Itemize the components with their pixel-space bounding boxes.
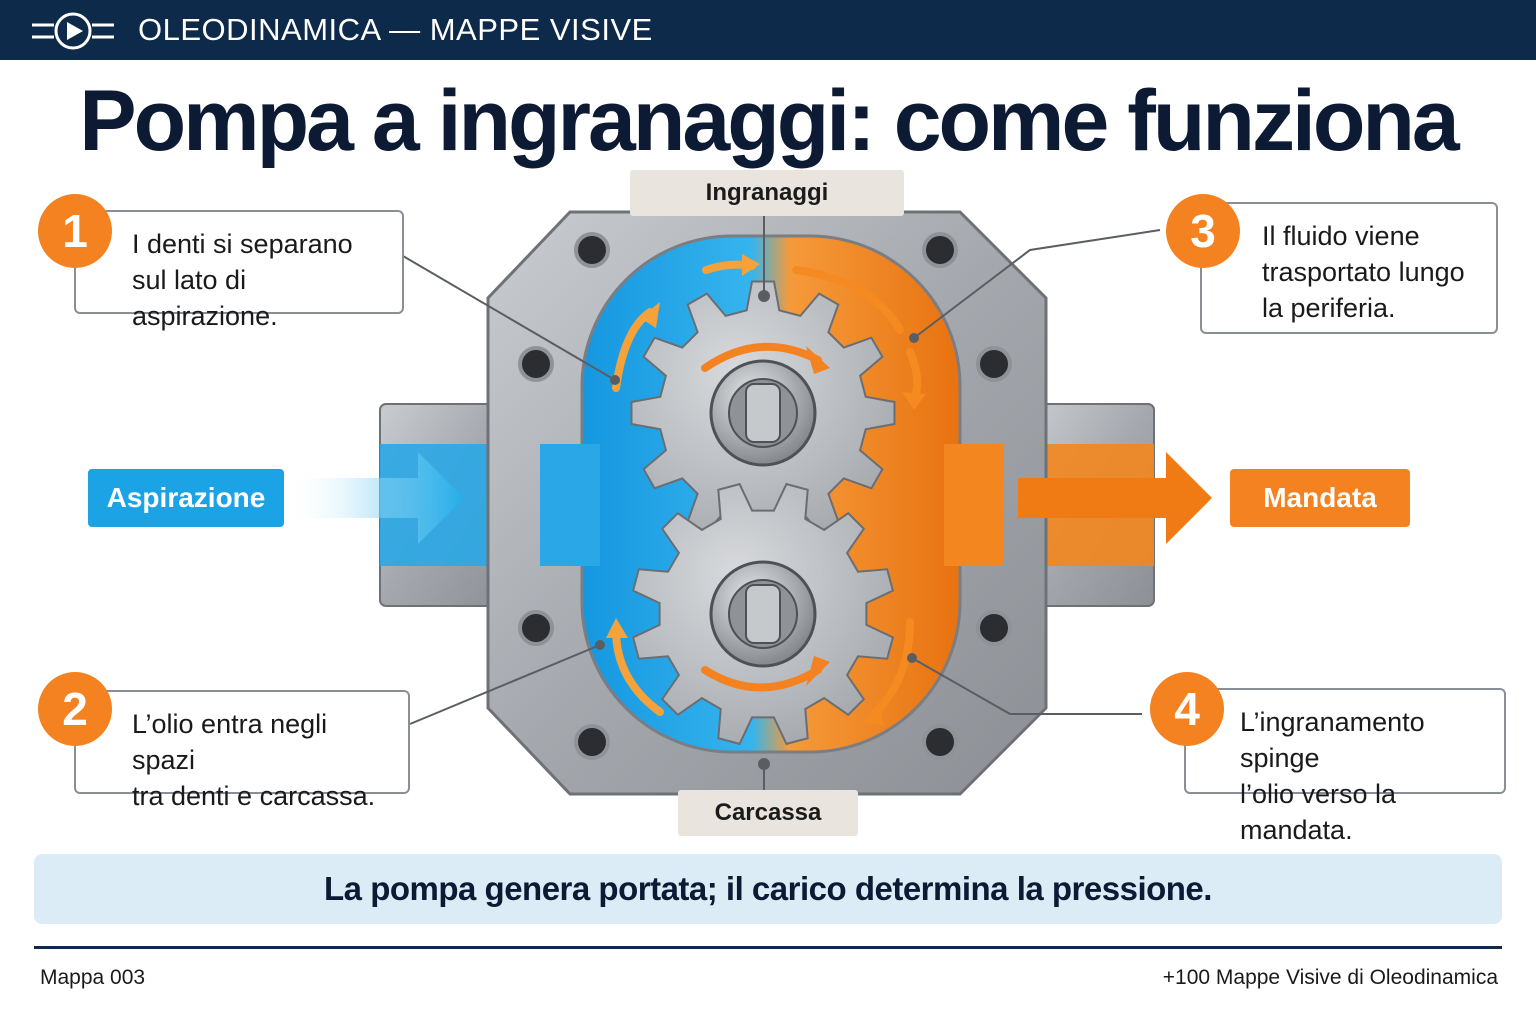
step-1-badge: 1: [38, 194, 112, 268]
upper-shaft: [709, 359, 817, 467]
footer-divider: [34, 946, 1502, 949]
step-4-badge: 4: [1150, 672, 1224, 746]
inlet-label: Aspirazione: [88, 469, 284, 527]
step-3-callout: Il fluido viene trasportato lungo la per…: [1200, 202, 1498, 334]
outlet-flow-arrow: [1018, 452, 1212, 544]
outlet-label: Mandata: [1230, 469, 1410, 527]
step-3-line-2: trasportato lungo: [1262, 257, 1465, 287]
step-4-callout: L’ingranamento spinge l’olio verso la ma…: [1184, 688, 1506, 845]
step-2-line-2: tra denti e carcassa.: [132, 781, 376, 811]
step-1-line-2: sul lato di aspirazione.: [132, 265, 278, 331]
header-brand: OLEODINAMICA — MAPPE VISIVE: [138, 12, 653, 47]
step-3-line-3: la periferia.: [1262, 293, 1396, 323]
summary-banner: La pompa genera portata; il carico deter…: [34, 854, 1502, 924]
step-3-badge: 3: [1166, 194, 1240, 268]
lower-shaft: [709, 560, 817, 668]
leader-dots: [595, 290, 919, 770]
inlet-flow-arrow: [286, 452, 464, 544]
step-2-badge: 2: [38, 672, 112, 746]
step-1-callout: I denti si separano sul lato di aspirazi…: [74, 210, 404, 331]
bolt-holes: [518, 232, 1012, 760]
footer-series: +100 Mappe Visive di Oleodinamica: [1162, 966, 1498, 989]
header-bar: OLEODINAMICA — MAPPE VISIVE: [0, 0, 1536, 60]
step-2-callout: L’olio entra negli spazi tra denti e car…: [74, 690, 410, 811]
step-1-line-1: I denti si separano: [132, 229, 353, 259]
step-2-line-1: L’olio entra negli spazi: [132, 709, 328, 775]
page-title: Pompa a ingranaggi: come funziona: [79, 73, 1460, 169]
gears-tag: Ingranaggi: [630, 170, 904, 216]
flow-valve-icon: [32, 12, 114, 50]
leader-lines: [402, 214, 1161, 790]
step-4-line-2: l’olio verso la mandata.: [1240, 779, 1397, 845]
flow-arrowheads: [606, 254, 926, 726]
step-4-line-1: L’ingranamento spinge: [1240, 707, 1425, 773]
footer-map-number: Mappa 003: [40, 966, 146, 989]
rotation-arrows: [701, 342, 822, 692]
rotation-arrowheads: [806, 346, 830, 686]
step-3-line-1: Il fluido viene: [1262, 221, 1420, 251]
housing-tag: Carcassa: [678, 790, 858, 836]
